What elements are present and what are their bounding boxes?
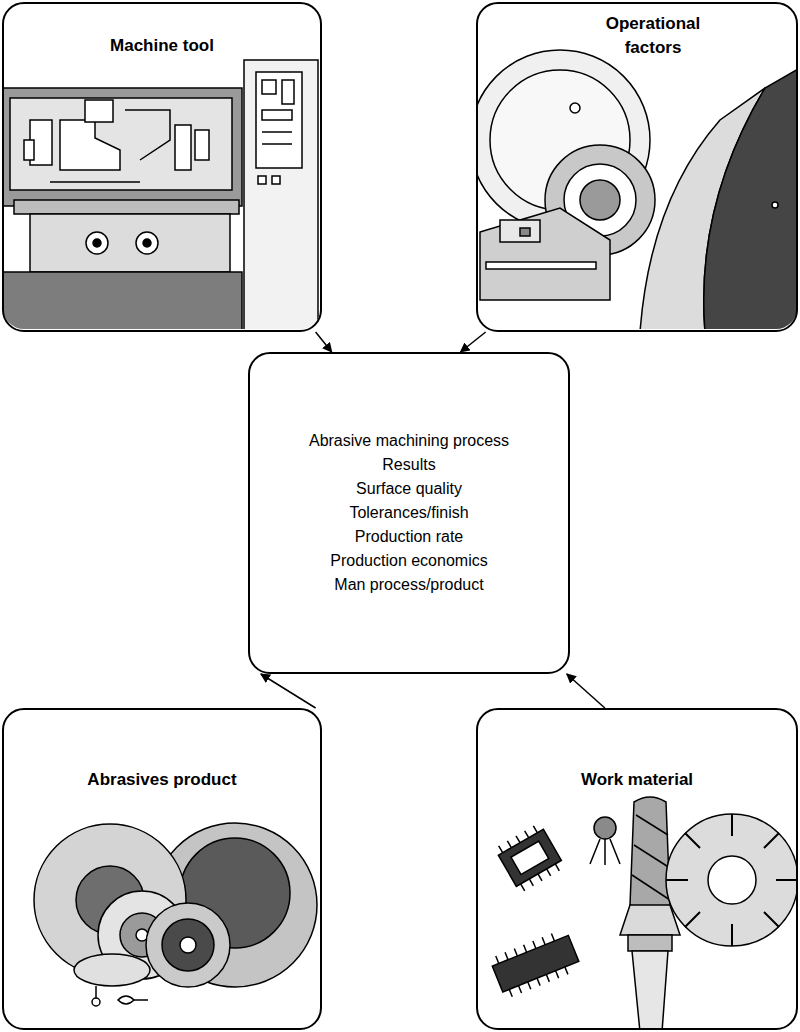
result-item: Man process/product — [334, 573, 483, 597]
box-title: Abrasives product — [87, 768, 236, 792]
result-item: Production economics — [330, 549, 487, 573]
box-title: Work material — [581, 768, 693, 792]
abrasive-wheels-picture — [34, 823, 317, 1006]
box-title: Machine tool — [110, 34, 214, 58]
machine-tool-picture — [3, 60, 318, 329]
grinding-operation-picture — [477, 50, 797, 329]
result-item: Tolerances/finish — [349, 501, 468, 525]
result-item: Abrasive machining process — [309, 429, 509, 453]
box-title: Operational factors — [598, 12, 708, 60]
operational-factors-box: Operational factors — [476, 2, 798, 332]
machine-tool-box: Machine tool — [2, 2, 322, 332]
process-box: Abrasive machining processResultsSurface… — [248, 352, 570, 674]
result-item: Results — [382, 453, 435, 477]
result-item: Surface quality — [356, 477, 462, 501]
arrow-connector — [461, 332, 486, 352]
work-material-box: Work material — [476, 708, 798, 1030]
arrow-connector — [567, 674, 605, 708]
work-material-picture — [489, 797, 797, 1029]
abrasives-product-box: Abrasives product — [2, 708, 322, 1030]
arrow-connector — [261, 674, 316, 708]
arrow-connector — [316, 332, 332, 352]
result-item: Production rate — [355, 525, 464, 549]
